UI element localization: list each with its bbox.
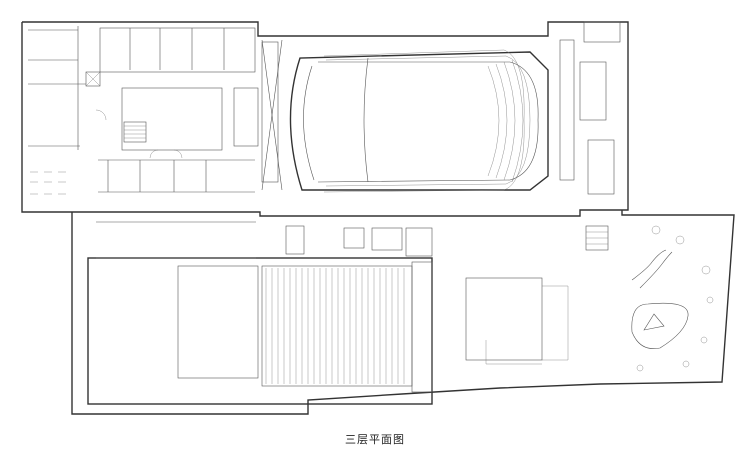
east-terrace	[465, 225, 714, 372]
main-auditorium	[261, 21, 621, 195]
building-outline	[21, 21, 735, 415]
lower-auditorium	[87, 221, 433, 405]
plan-caption: 三层平面图	[345, 433, 405, 446]
west-office-block	[28, 26, 259, 195]
floor-plan-drawing	[21, 21, 735, 415]
